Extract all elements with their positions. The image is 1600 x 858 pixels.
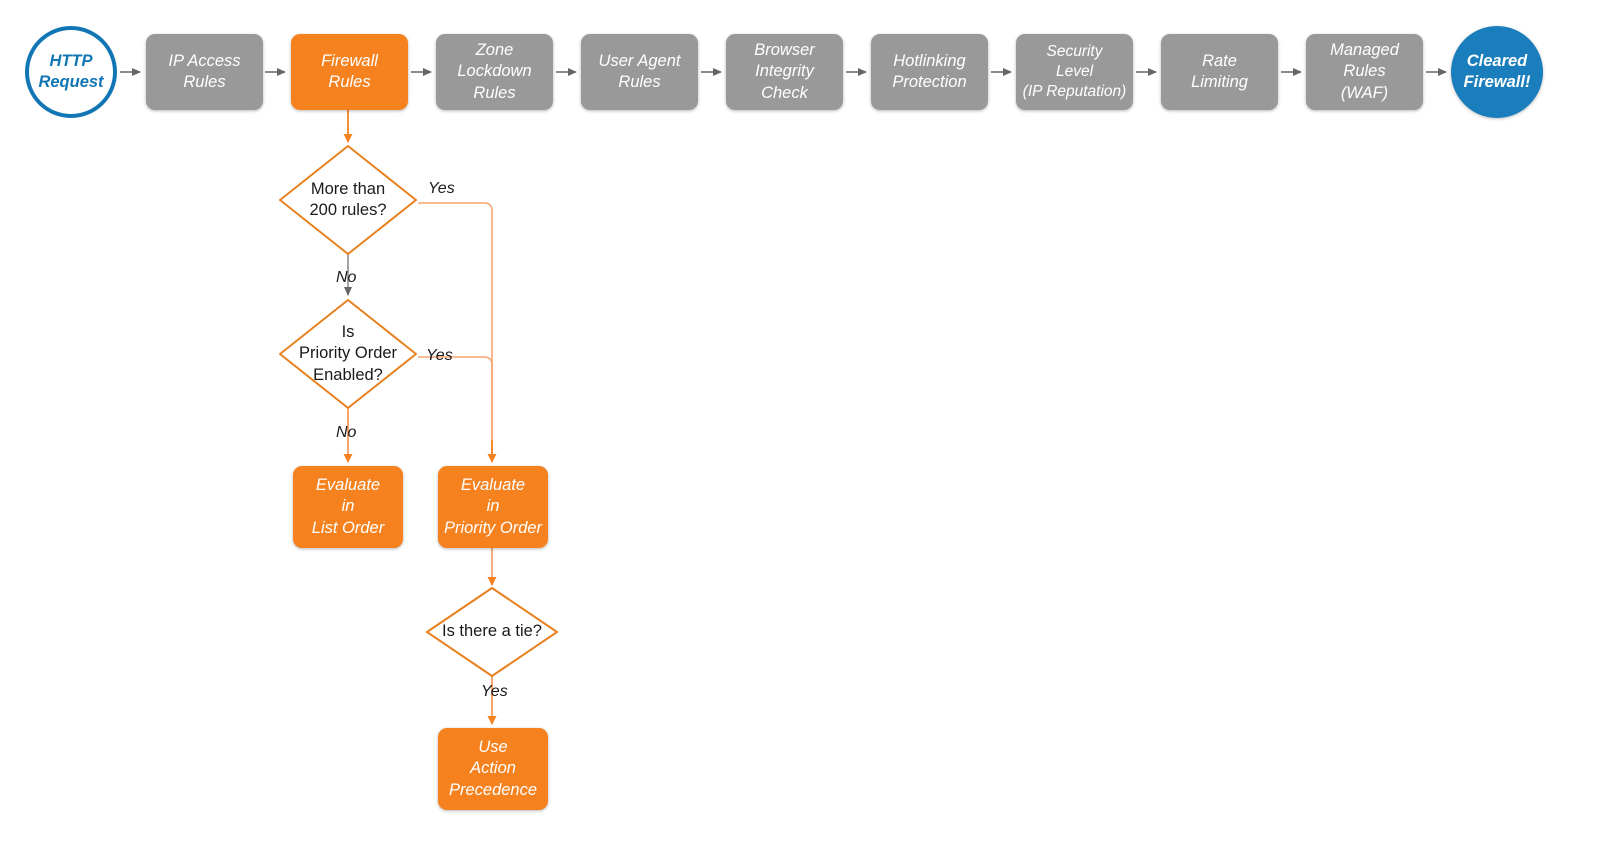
node-ip-access-rules[interactable]: IP Access Rules (146, 34, 263, 110)
node-use-action-precedence[interactable]: Use Action Precedence (438, 728, 548, 810)
decision-label: More than 200 rules? (309, 179, 387, 219)
node-label: Hotlinking Protection (892, 51, 967, 91)
node-label: Zone Lockdown Rules (457, 40, 532, 102)
node-browser-integrity-check[interactable]: Browser Integrity Check (726, 34, 843, 110)
node-evaluate-list-order[interactable]: Evaluate in List Order (293, 466, 403, 548)
edge-yes-priority-order (418, 356, 493, 455)
node-http-request[interactable]: HTTP Request (25, 26, 117, 118)
node-label: Managed Rules (WAF) (1330, 40, 1399, 102)
node-label: Evaluate in List Order (311, 475, 385, 537)
node-label: Rate Limiting (1191, 51, 1248, 91)
node-label: IP Access Rules (168, 51, 241, 91)
node-managed-rules-waf[interactable]: Managed Rules (WAF) (1306, 34, 1423, 110)
decision-more-than-200-rules[interactable]: More than 200 rules? (280, 146, 416, 254)
node-label: User Agent Rules (598, 51, 681, 91)
node-cleared-firewall[interactable]: Cleared Firewall! (1451, 26, 1543, 118)
node-label: Browser Integrity Check (754, 40, 815, 102)
decision-is-there-a-tie[interactable]: Is there a tie? (427, 588, 557, 676)
node-label: Security Level (IP Reputation) (1022, 42, 1127, 101)
decision-label: Is Priority Order Enabled? (298, 322, 398, 384)
node-security-level[interactable]: Security Level (IP Reputation) (1016, 34, 1133, 110)
edge-yes-200rules (418, 202, 493, 455)
node-label: Cleared Firewall! (1463, 52, 1531, 91)
node-user-agent-rules[interactable]: User Agent Rules (581, 34, 698, 110)
decision-label: Is there a tie? (442, 622, 542, 641)
decision-priority-order-enabled[interactable]: Is Priority Order Enabled? (280, 300, 416, 408)
node-evaluate-priority-order[interactable]: Evaluate in Priority Order (438, 466, 548, 548)
node-label: Evaluate in Priority Order (443, 475, 543, 537)
edge-label-yes-tie: Yes (481, 683, 508, 700)
node-zone-lockdown-rules[interactable]: Zone Lockdown Rules (436, 34, 553, 110)
node-firewall-rules[interactable]: Firewall Rules (291, 34, 408, 110)
node-label: Use Action Precedence (448, 737, 538, 799)
edge-label-no-200-rules: No (336, 269, 357, 286)
edge-label-no-priority-order: No (336, 424, 357, 441)
node-rate-limiting[interactable]: Rate Limiting (1161, 34, 1278, 110)
edge-label-yes-priority-order: Yes (426, 347, 453, 364)
node-hotlinking-protection[interactable]: Hotlinking Protection (871, 34, 988, 110)
node-label: HTTP Request (38, 52, 104, 91)
edge-label-yes-200-rules: Yes (428, 180, 455, 197)
node-label: Firewall Rules (321, 51, 378, 91)
